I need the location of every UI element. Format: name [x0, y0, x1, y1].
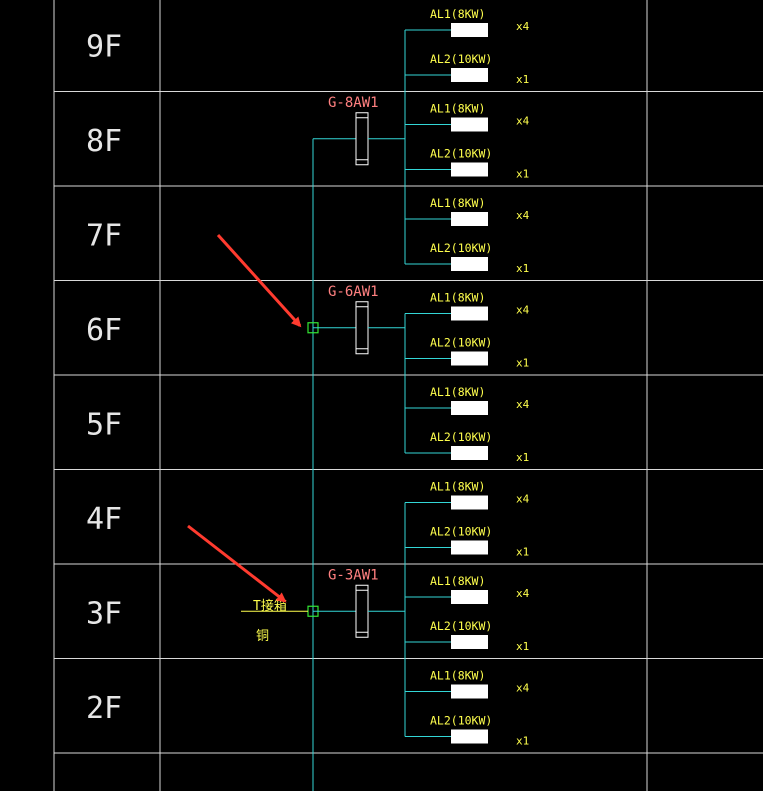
load-label: AL1(8KW) — [430, 480, 485, 494]
load-box — [451, 23, 488, 37]
annotation-arrows — [187, 233, 302, 603]
load-label: AL2(10KW) — [430, 336, 492, 350]
load-label: AL1(8KW) — [430, 669, 485, 683]
load-quantity: x1 — [516, 451, 529, 464]
load-quantity: x1 — [516, 168, 529, 181]
load-label: AL1(8KW) — [430, 291, 485, 305]
panel-label: G-3AW1 — [328, 567, 379, 583]
panel-g-6aw1: G-6AW1 — [313, 284, 406, 453]
load-quantity: x4 — [516, 682, 530, 695]
load-box — [451, 590, 488, 604]
load-quantity: x1 — [516, 735, 529, 748]
load-box — [451, 351, 488, 366]
panel-body — [355, 112, 369, 166]
load-label: AL2(10KW) — [430, 147, 492, 161]
load-box — [451, 162, 488, 177]
load-quantity: x4 — [516, 209, 530, 222]
panel-body — [355, 301, 369, 355]
floor-label-8f: 8F — [86, 124, 122, 159]
load-label: AL1(8KW) — [430, 7, 485, 21]
load-quantity: x1 — [516, 357, 529, 370]
panel-body — [355, 584, 369, 638]
load-circuits: AL1(8KW)x4AL2(10KW)x1AL1(8KW)x4AL2(10KW)… — [404, 7, 530, 748]
load-quantity: x4 — [516, 304, 530, 317]
load-quantity: x1 — [516, 640, 529, 653]
arrow-to-6f-node — [216, 233, 302, 328]
load-label: AL2(10KW) — [430, 241, 492, 255]
load-box — [451, 635, 488, 649]
main-riser — [307, 138, 319, 791]
load-box — [451, 257, 488, 271]
load-label: AL2(10KW) — [430, 430, 492, 444]
load-quantity: x1 — [516, 73, 529, 86]
floor-label-9f: 9F — [86, 29, 122, 64]
load-box — [451, 729, 488, 744]
load-box — [451, 495, 488, 510]
load-label: AL2(10KW) — [430, 52, 492, 66]
load-quantity: x4 — [516, 20, 530, 33]
load-box — [451, 401, 488, 415]
load-box — [451, 684, 488, 699]
floor-labels: 9F 8F 7F 6F 5F 4F 3F 2F — [86, 29, 122, 726]
load-box — [451, 117, 488, 132]
load-label: AL1(8KW) — [430, 102, 485, 116]
floor-label-4f: 4F — [86, 502, 122, 537]
floor-grid — [53, 0, 763, 791]
load-label: AL2(10KW) — [430, 619, 492, 633]
load-label: AL1(8KW) — [430, 574, 485, 588]
panel-label: G-6AW1 — [328, 284, 379, 300]
floor-label-7f: 7F — [86, 218, 122, 253]
arrow-to-3f-feeder — [187, 524, 287, 603]
load-label: AL2(10KW) — [430, 714, 492, 728]
load-box — [451, 68, 488, 82]
load-label: AL1(8KW) — [430, 385, 485, 399]
feeder-label-bottom: 铜 — [256, 629, 269, 644]
floor-label-3f: 3F — [86, 596, 122, 631]
panel-g-3aw1: G-3AW1 — [313, 502, 406, 737]
load-quantity: x1 — [516, 262, 529, 275]
load-quantity: x4 — [516, 587, 530, 600]
load-box — [451, 540, 488, 555]
load-quantity: x4 — [516, 493, 530, 506]
floor-label-6f: 6F — [86, 313, 122, 348]
load-quantity: x4 — [516, 115, 530, 128]
panel-g-8aw1: G-8AW1 — [313, 30, 406, 264]
t-junction-feeder: T接箱 铜 — [241, 598, 308, 644]
load-box — [451, 446, 488, 460]
load-box — [451, 212, 488, 226]
load-quantity: x4 — [516, 398, 530, 411]
load-quantity: x1 — [516, 546, 529, 559]
load-box — [451, 306, 488, 321]
panel-label: G-8AW1 — [328, 95, 379, 111]
load-label: AL2(10KW) — [430, 525, 492, 539]
load-label: AL1(8KW) — [430, 196, 485, 210]
floor-label-5f: 5F — [86, 407, 122, 442]
floor-label-2f: 2F — [86, 691, 122, 726]
